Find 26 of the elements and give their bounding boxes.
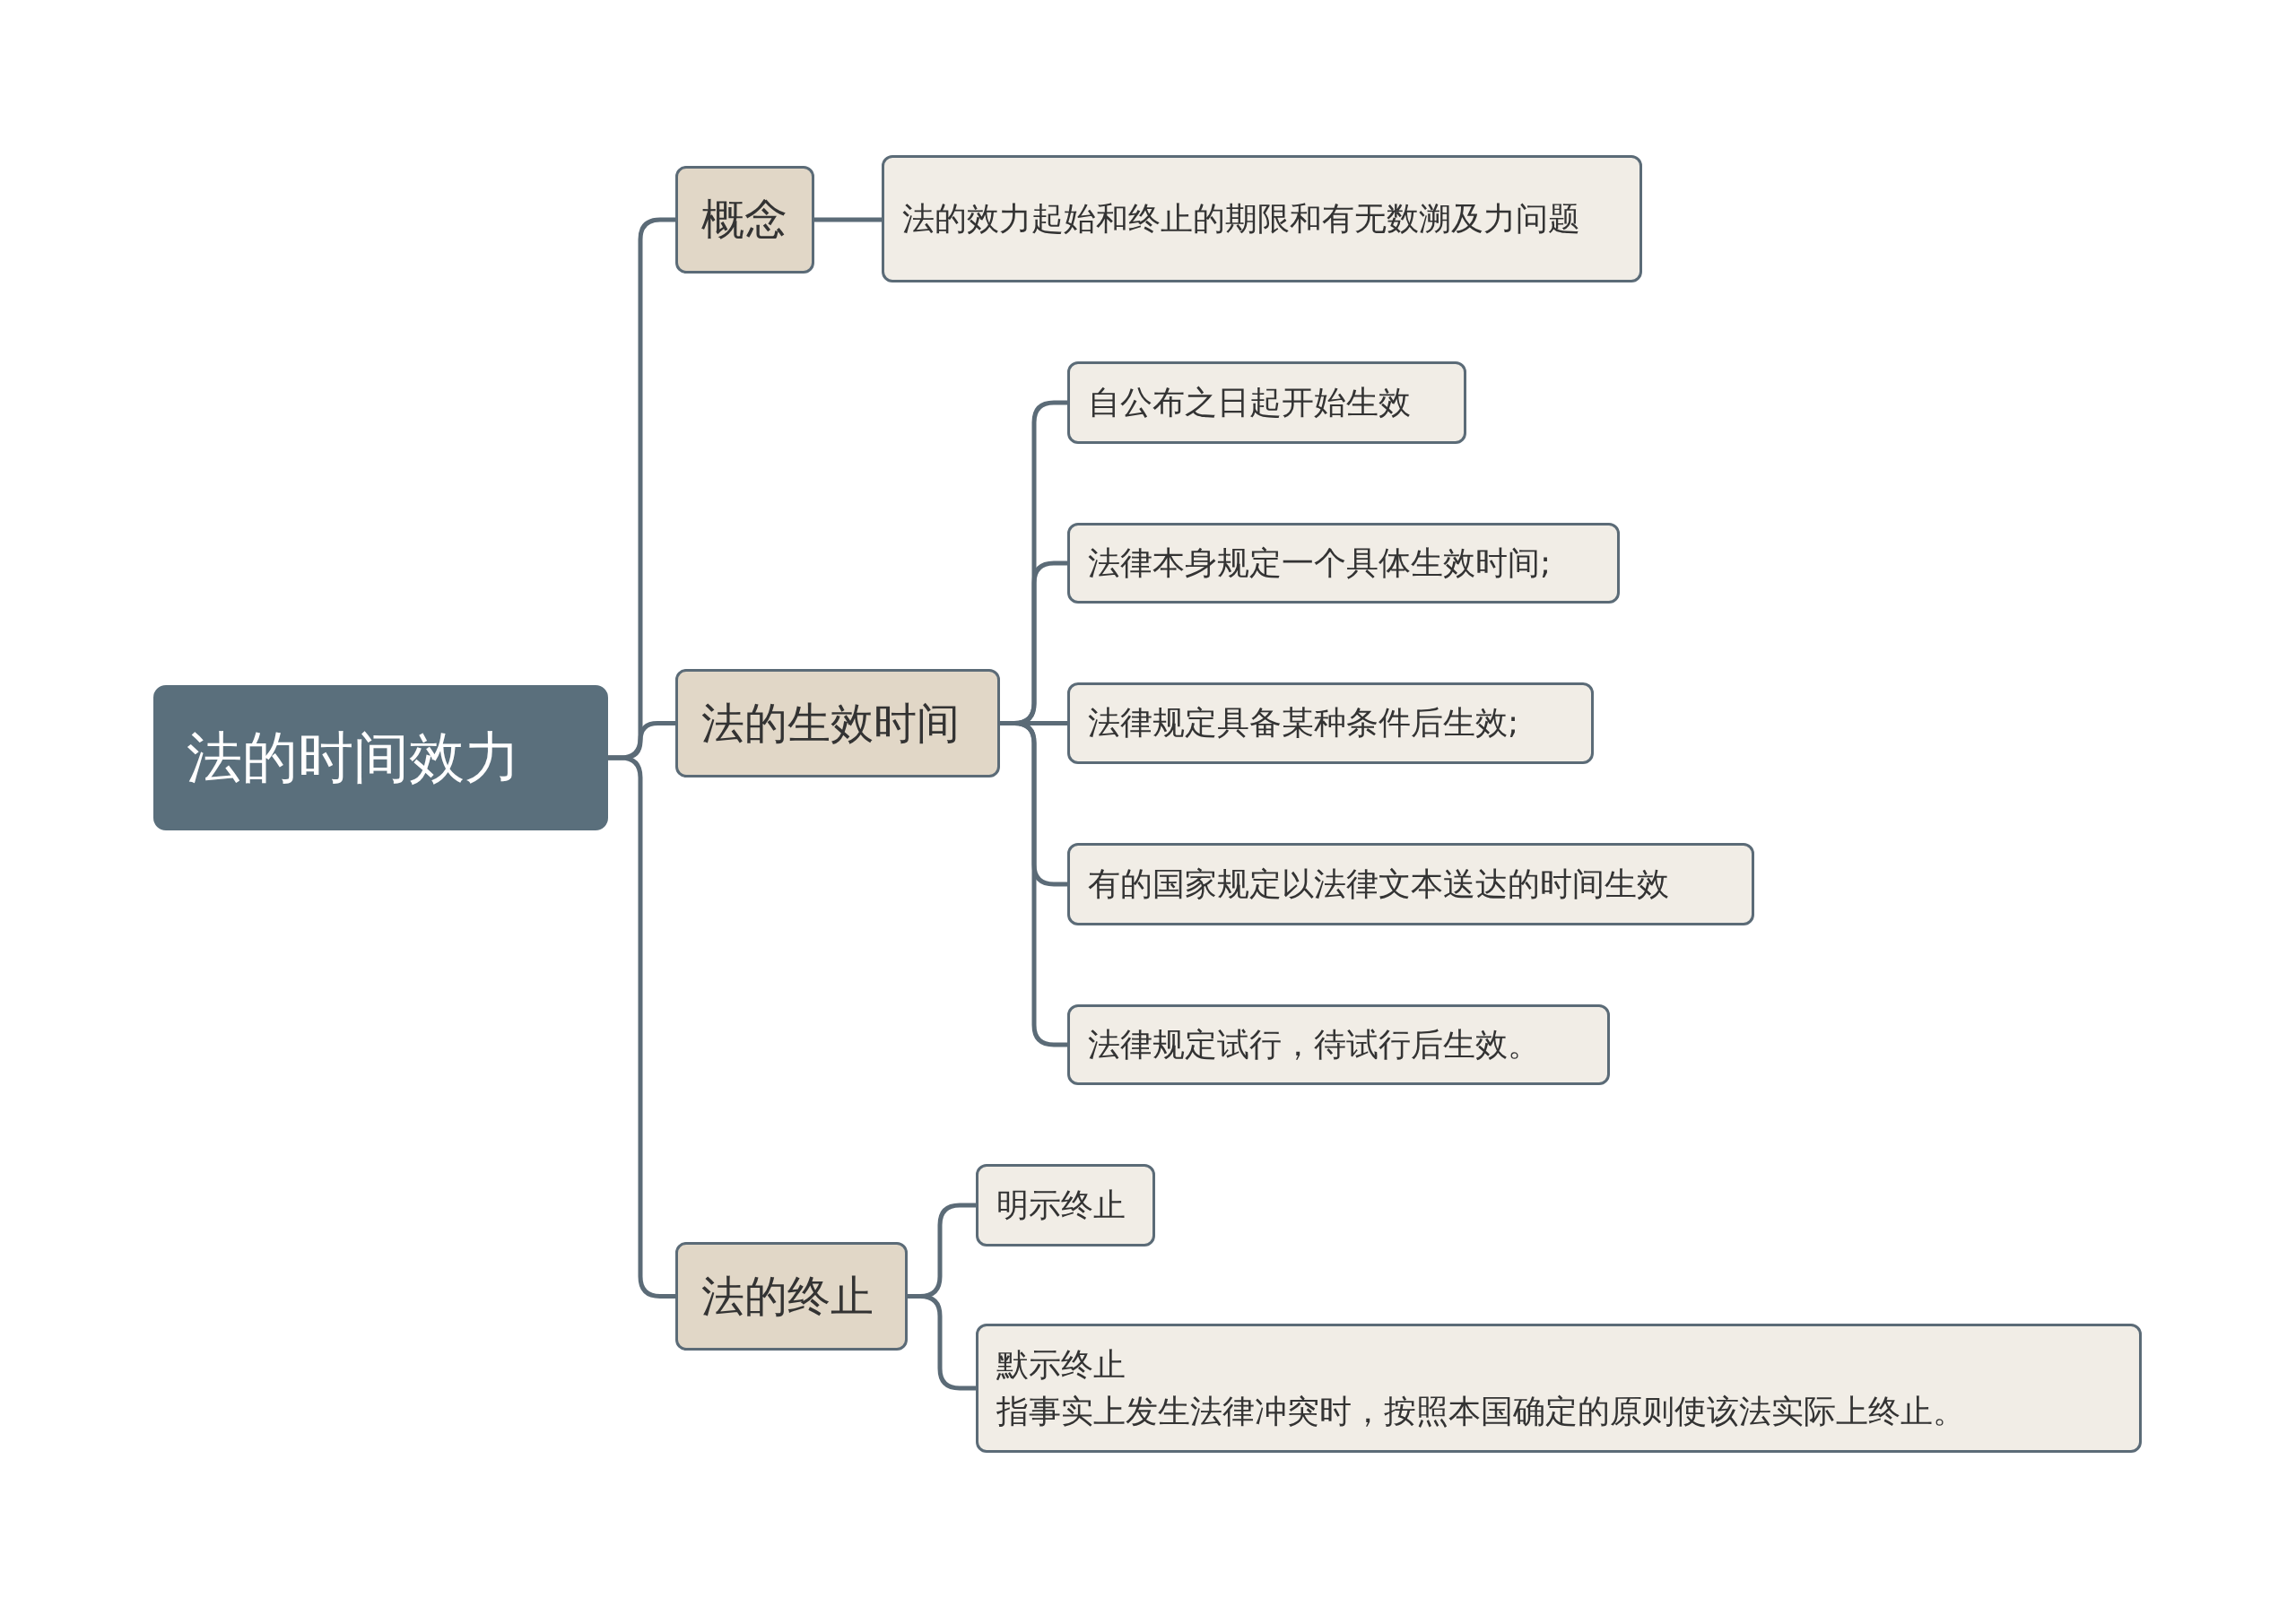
subtopic-box: [976, 1324, 2142, 1453]
connector-line: [814, 217, 882, 222]
topic-box: [675, 669, 1000, 777]
topic-text: 法的时间效力: [187, 724, 521, 792]
subtopic-box: [1067, 523, 1620, 604]
topic-text: 法律本身规定一个具体生效时间;: [1088, 543, 1552, 583]
topic-text: 指事实上发生法律冲突时，按照本国确定的原则使该法实际上终止。: [996, 1392, 1966, 1431]
subtopic-box: [1067, 843, 1754, 925]
topic-text: 有的国家规定以法律文本送达的时间生效: [1088, 864, 1670, 904]
topic-text: 法律规定具备某种条件后生效;: [1088, 703, 1520, 743]
topic-text: 法的效力起始和终止的期限和有无数溯及力问题: [902, 198, 1581, 239]
topic-text: 法律规定试行，待试行后生效。: [1088, 1024, 1541, 1064]
subtopic-box: [1067, 361, 1466, 444]
subtopic-box: [1067, 682, 1594, 764]
root-topic-box: [153, 685, 608, 830]
topic-heading: 默示终止: [996, 1344, 1126, 1385]
subtopic-box: [976, 1164, 1155, 1247]
topic-text: 法的生效时间: [701, 696, 961, 750]
subtopic-box: [1067, 1004, 1610, 1085]
topic-text: 法的终止: [701, 1269, 874, 1323]
topic-text: 明示终止: [996, 1185, 1126, 1225]
topic-text: 自公布之日起开始生效: [1088, 382, 1412, 422]
topic-box: [675, 1242, 908, 1351]
subtopic-box: [882, 155, 1642, 282]
topic-text: 概念: [701, 193, 788, 246]
topic-box: [675, 166, 814, 274]
